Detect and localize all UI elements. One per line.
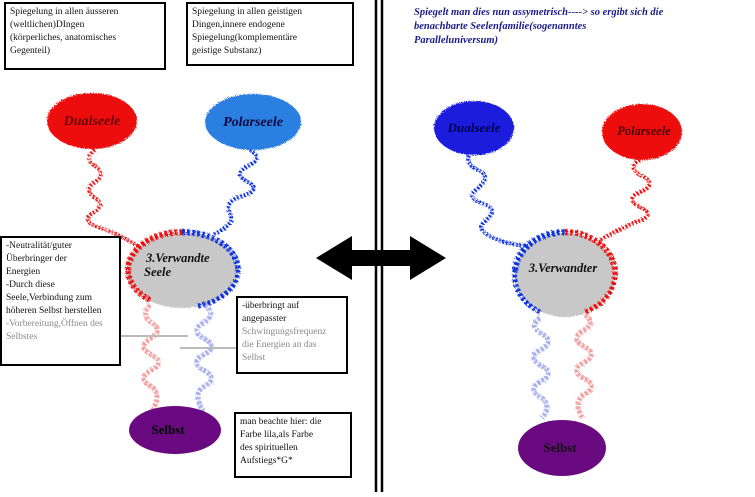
connector-polar-verwandte bbox=[213, 148, 259, 236]
connector-verwandte-selbst-red bbox=[141, 303, 161, 413]
box-purple-note: man beachte hier: die Farbe lila,als Far… bbox=[234, 412, 352, 478]
box-inner-mirroring: Spiegelung in allen geistigen Dingen,inn… bbox=[186, 2, 354, 66]
selbst-label: Selbst bbox=[151, 422, 185, 437]
verwandter-right-label: 3.Verwandter bbox=[528, 261, 598, 275]
right-title: Spiegelt man dies nun assymetrisch----> … bbox=[414, 7, 664, 46]
dualseele-left: Dualseele bbox=[47, 93, 137, 149]
box-neutrality: -Neutralität/guter Überbringer der Energ… bbox=[0, 236, 121, 366]
connector-right-verwandte-selbst-red bbox=[574, 312, 594, 421]
polarseele-right-label: Polarseele bbox=[617, 124, 671, 138]
connector-dual-verwandte bbox=[85, 148, 143, 250]
polarseele-right: Polarseele bbox=[602, 104, 682, 160]
selbst-left: Selbst bbox=[129, 406, 221, 454]
double-headed-arrow-icon bbox=[316, 236, 446, 280]
connector-right-polar-verwandte bbox=[599, 158, 652, 242]
dualseele-right: Dualseele bbox=[434, 101, 514, 155]
connector-right-dual-verwandte bbox=[466, 151, 535, 248]
connector-verwandte-selbst-blue bbox=[194, 303, 214, 413]
verwandte-label-1: 3.Verwandte bbox=[145, 251, 210, 265]
selbst-right-label: Selbst bbox=[543, 440, 577, 455]
box-transmits: -überbringt auf angepasster Schwingungsf… bbox=[236, 296, 348, 374]
verwandter-blob-right bbox=[512, 228, 618, 317]
connector-right-verwandte-selbst-blue bbox=[531, 315, 551, 420]
dualseele-right-label: Dualseele bbox=[447, 120, 501, 135]
selbst-right: Selbst bbox=[518, 420, 606, 476]
verwandte-seele-blob bbox=[125, 229, 241, 309]
polarseele-label: Polarseele bbox=[223, 115, 283, 130]
dualseele-label: Dualseele bbox=[63, 114, 121, 129]
box-outer-mirroring: Spiegelung in allen äusseren (weltlichen… bbox=[4, 2, 166, 70]
verwandte-label-2: Seele bbox=[144, 265, 172, 279]
polarseele-left: Polarseele bbox=[205, 94, 301, 150]
center-divider bbox=[374, 0, 384, 492]
